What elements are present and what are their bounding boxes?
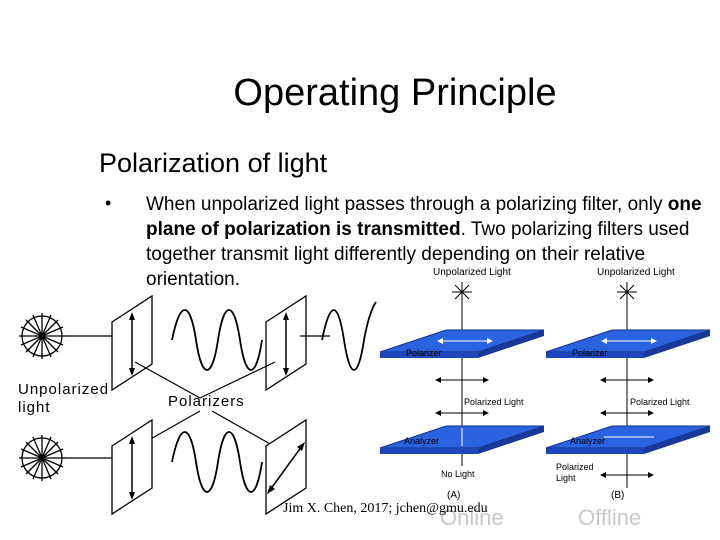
- unpolarized-star-b: [617, 282, 637, 302]
- bullet-text-bold: one plane of polarization is transmitted: [146, 194, 702, 240]
- analyzer-label-b: Analyzer: [570, 436, 605, 446]
- bullet-marker: •: [105, 193, 112, 213]
- slide-title: Operating Principle: [233, 72, 557, 114]
- analyzer-label-a: Analyzer: [404, 436, 439, 446]
- unpolarized-label: Unpolarized: [18, 381, 109, 398]
- online-status-label: Online: [440, 505, 504, 530]
- caption-b: (B): [611, 490, 624, 501]
- polarizers-pointer: [134, 361, 276, 399]
- unpolarized-starburst-top: [19, 313, 65, 359]
- polarized-light-output-label-2: Light: [556, 473, 576, 483]
- offline-status-label: Offline: [578, 505, 642, 530]
- polarized-light-output-label-1: Polarized: [556, 462, 594, 472]
- right-polarizer-diagram: Unpolarized Light Polarizer Polarized Li…: [379, 267, 711, 501]
- transmitted-wave: [321, 301, 377, 371]
- left-polarizer-diagram: Unpolarized light Polarizers: [18, 294, 377, 516]
- bullet-text-part-1: When unpolarized light passes through a …: [146, 194, 668, 215]
- unpolarized-starburst-bottom: [19, 435, 65, 481]
- polarized-wave: [171, 309, 263, 371]
- bullet-text-part-2: . Two polarizing filters used together t…: [146, 219, 690, 290]
- unpolarized-star-a: [452, 282, 472, 302]
- slide-subtitle: Polarization of light: [99, 148, 328, 178]
- caption-a: (A): [447, 490, 460, 501]
- unpolarized-light-label-a: Unpolarized Light: [433, 267, 511, 278]
- bullet-text: When unpolarized light passes through a …: [146, 192, 706, 292]
- polarized-light-label-b: Polarized Light: [630, 397, 690, 407]
- unpolarized-light-label-b: Unpolarized Light: [597, 267, 675, 278]
- no-light-label: No Light: [441, 469, 475, 479]
- polarized-light-label-a: Polarized Light: [464, 397, 524, 407]
- footer-credit: Jim X. Chen, 2017; jchen@gmu.edu: [283, 501, 488, 516]
- polarizer-label-b: Polarizer: [572, 348, 608, 358]
- light-label: light: [18, 399, 51, 416]
- polarizers-label: Polarizers: [168, 393, 245, 410]
- polarized-wave: [171, 431, 263, 493]
- polarizer-label-a: Polarizer: [406, 348, 442, 358]
